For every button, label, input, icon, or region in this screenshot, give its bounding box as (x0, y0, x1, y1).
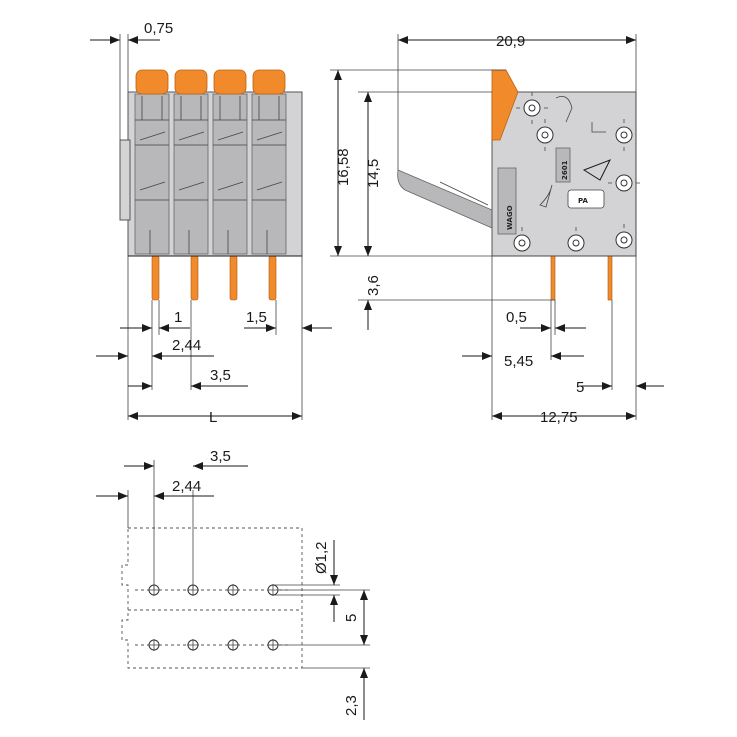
dim-side-depth: 12,75 (540, 409, 578, 426)
push-button-2 (174, 69, 208, 95)
marking-material: PA (578, 197, 588, 205)
side-holes (513, 92, 640, 252)
dim-pin-width: 1 (174, 309, 182, 326)
side-pins (550, 255, 613, 301)
dim-pin-offset-front: 2,44 (172, 337, 201, 354)
front-pins (151, 255, 277, 301)
dim-pin-spacing-side: 5 (576, 379, 584, 396)
dim-pin-offset-side: 5,45 (504, 353, 533, 370)
push-button-4 (252, 69, 286, 95)
dim-edge-offset: 2,3 (343, 695, 360, 716)
dim-height-body: 14,5 (365, 159, 382, 188)
dim-pin-length: 3,6 (365, 275, 382, 296)
footprint-holes (148, 584, 279, 651)
dim-pin-side-gap: 1,5 (246, 309, 267, 326)
push-buttons (135, 69, 286, 95)
dim-top-width: 20,9 (496, 33, 525, 50)
marking-brand: WAGO (506, 205, 514, 230)
dim-pin-thickness-side: 0,5 (506, 309, 527, 326)
push-button-1 (135, 69, 169, 95)
dim-pin-pitch-front: 3,5 (210, 367, 231, 384)
front-view: 0,75 1 1,5 2,44 3,5 L (90, 20, 332, 426)
dim-footprint-pitch: 3,5 (210, 448, 231, 465)
side-view: WAGO 2601 PA (330, 33, 664, 426)
dim-height-total: 16,58 (335, 148, 352, 186)
dim-top-left-gap: 0,75 (144, 20, 173, 37)
push-button-3 (213, 69, 247, 95)
dim-footprint-offset: 2,44 (172, 478, 201, 495)
dim-overall-length: L (209, 409, 217, 426)
dim-row-spacing: 5 (343, 614, 360, 622)
marking-series: 2601 (561, 160, 569, 180)
footprint-view: 3,5 2,44 Ø1,2 5 2,3 (96, 448, 370, 720)
release-lever (397, 169, 493, 229)
dim-hole-diameter: Ø1,2 (313, 541, 330, 574)
